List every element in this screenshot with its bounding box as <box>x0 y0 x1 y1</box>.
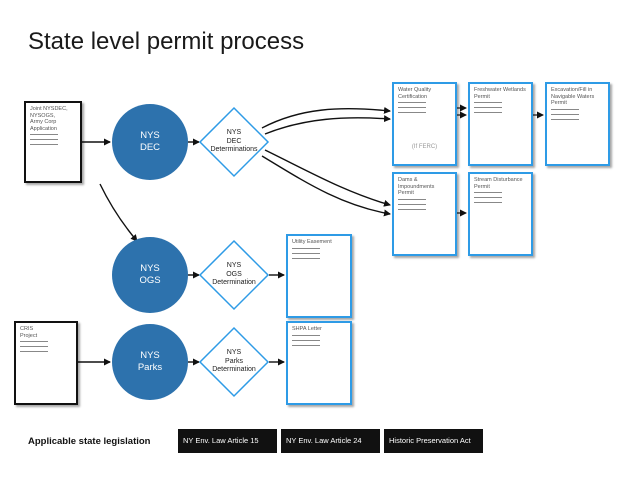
permit-dams-impoundments: Dams & Impoundments Permit <box>392 172 457 256</box>
permit-freshwater-wetlands: Freshwater Wetlands Permit <box>468 82 533 166</box>
permit-utility-easement: Utility Easement <box>286 234 352 318</box>
determination-diamond-ogs <box>198 239 270 311</box>
page-title: State level permit process <box>28 28 305 55</box>
legislation-tag-article-15: NY Env. Law Article 15 <box>178 429 277 453</box>
arrow-application-to-ogs <box>99 183 138 242</box>
permit-water-quality-certification: Water Quality Certification (If FERC) <box>392 82 457 166</box>
legislation-label: Applicable state legislation <box>28 436 151 447</box>
agency-circle-ogs: NYS OGS <box>112 237 188 313</box>
arrow-dec-to-dams-2 <box>261 155 391 217</box>
agency-dec-label: NYS DEC <box>139 130 161 153</box>
joint-application-label: Joint NYSDEC, NYSOGS, Army Corp Applicat… <box>30 106 68 132</box>
arrow-dec-to-dams-1 <box>264 149 391 207</box>
water-quality-note: (If FERC) <box>411 144 438 150</box>
determination-diamond-parks <box>198 326 270 398</box>
dams-impoundments-label: Dams & Impoundments Permit <box>398 177 435 196</box>
stream-disturbance-label: Stream Disturbance Permit <box>474 177 523 190</box>
arrow-dec-to-water-quality-2 <box>264 115 391 135</box>
permit-excavation-fill: Excavation/Fill in Navigable Waters Perm… <box>545 82 610 166</box>
agency-parks-label: NYS Parks <box>137 350 163 373</box>
arrow-dec-to-water-quality-1 <box>261 106 391 129</box>
joint-application-document: Joint NYSDEC, NYSOGS, Army Corp Applicat… <box>24 101 82 183</box>
water-quality-label: Water Quality Certification <box>398 87 432 100</box>
utility-easement-label: Utility Easement <box>292 239 332 245</box>
cris-project-document: CRIS Project <box>14 321 78 405</box>
freshwater-wetlands-label: Freshwater Wetlands Permit <box>474 87 526 100</box>
legislation-tag-historic-preservation: Historic Preservation Act <box>384 429 483 453</box>
permit-stream-disturbance: Stream Disturbance Permit <box>468 172 533 256</box>
parks-determination-label: NYS Parks Determination <box>212 349 256 373</box>
agency-circle-parks: NYS Parks <box>112 324 188 400</box>
determination-diamond-dec <box>198 106 270 178</box>
cris-project-label: CRIS Project <box>20 326 38 339</box>
agency-ogs-label: NYS OGS <box>139 263 161 286</box>
permit-shpa-letter: SHPA Letter <box>286 321 352 405</box>
shpa-letter-label: SHPA Letter <box>292 326 322 332</box>
ogs-determination-label: NYS OGS Determination <box>212 262 256 286</box>
dec-determinations-label: NYS DEC Determinations <box>210 129 258 153</box>
agency-circle-dec: NYS DEC <box>112 104 188 180</box>
excavation-fill-label: Excavation/Fill in Navigable Waters Perm… <box>551 87 595 106</box>
legislation-tag-article-24: NY Env. Law Article 24 <box>281 429 380 453</box>
